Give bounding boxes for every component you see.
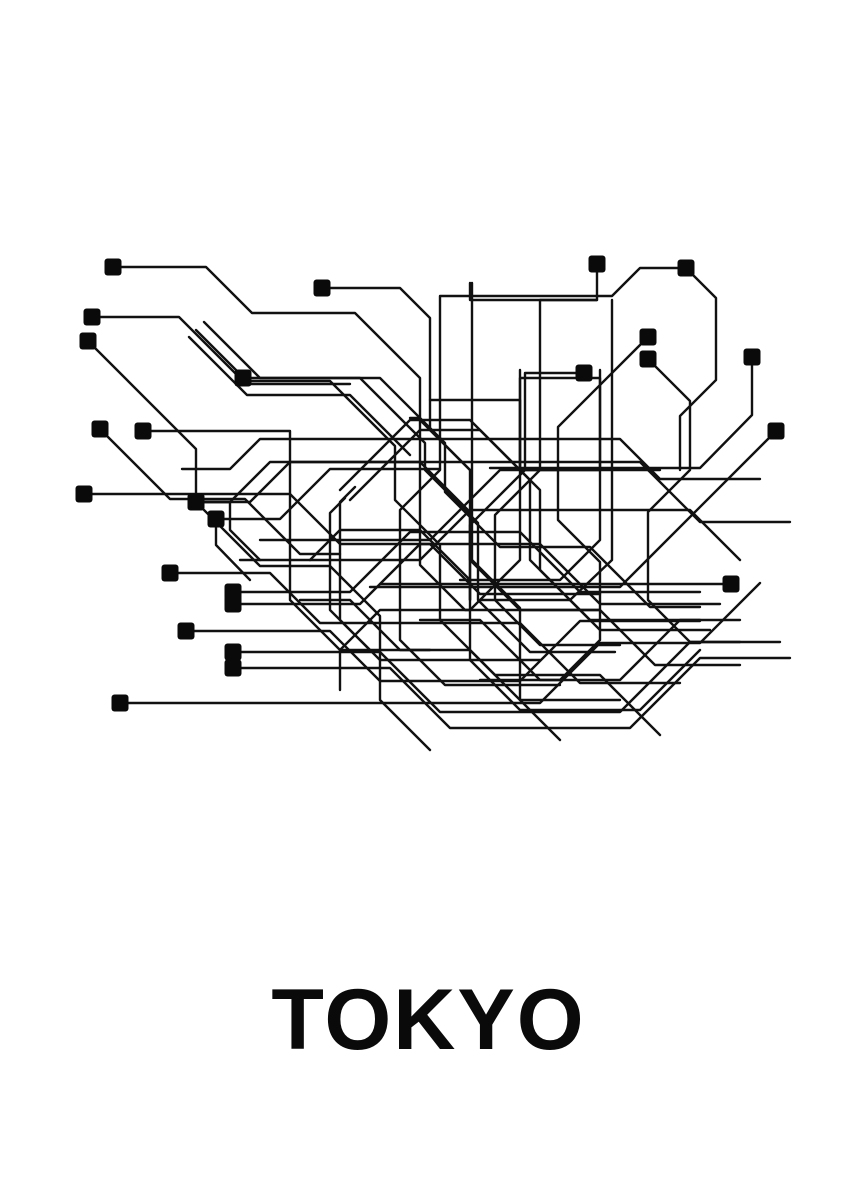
- station-marker[interactable]: [677, 259, 695, 277]
- station-marker[interactable]: [91, 420, 109, 438]
- station-marker[interactable]: [767, 422, 785, 440]
- subway-map: [75, 255, 792, 752]
- station-marker[interactable]: [79, 332, 97, 350]
- south-branch-3: [418, 618, 742, 682]
- station-marker[interactable]: [313, 279, 331, 297]
- south-branch-2: [298, 598, 622, 702]
- title-area: TOKYO: [0, 955, 857, 1085]
- ne-hook-2: [468, 281, 599, 302]
- ne-hook: [678, 266, 718, 472]
- station-marker[interactable]: [224, 643, 242, 661]
- station-marker[interactable]: [111, 694, 129, 712]
- station-marker[interactable]: [588, 255, 606, 273]
- line-north-west-3: [86, 339, 432, 752]
- line-north-west-2: [90, 315, 662, 737]
- line-left-mid-1: [98, 427, 342, 556]
- subway-map-svg: [75, 255, 792, 752]
- station-marker[interactable]: [224, 595, 242, 613]
- station-marker[interactable]: [207, 510, 225, 528]
- station-marker[interactable]: [161, 564, 179, 582]
- station-marker[interactable]: [234, 369, 252, 387]
- page-title: TOKYO: [271, 972, 586, 1068]
- diagonal-ladder-b: [348, 428, 712, 632]
- station-marker[interactable]: [743, 348, 761, 366]
- station-marker[interactable]: [75, 485, 93, 503]
- core-loop-6: [478, 298, 614, 602]
- station-marker[interactable]: [639, 328, 657, 346]
- line-north-central-spur: [470, 281, 562, 742]
- station-marker[interactable]: [224, 659, 242, 677]
- mid-connector-2: [214, 517, 252, 582]
- station-marker[interactable]: [722, 575, 740, 593]
- map-lines-group: [82, 262, 792, 752]
- mid-connector-1: [194, 500, 262, 562]
- station-marker[interactable]: [177, 622, 195, 640]
- upper-box: [518, 376, 602, 472]
- station-marker[interactable]: [83, 308, 101, 326]
- nw-pair-a: [194, 328, 352, 386]
- line-east-horizontal: [468, 371, 586, 602]
- station-marker[interactable]: [187, 493, 205, 511]
- station-marker[interactable]: [134, 422, 152, 440]
- cross-town-1: [180, 437, 762, 481]
- line-left-lower-1: [168, 571, 682, 685]
- line-east-radial: [398, 266, 688, 687]
- map-stations-group: [75, 255, 785, 712]
- cross-town-4: [238, 508, 742, 562]
- line-north-central: [320, 286, 472, 472]
- core-loop-2: [408, 416, 602, 612]
- station-marker[interactable]: [639, 350, 657, 368]
- core-loop-4: [328, 496, 372, 652]
- line-far-east-1: [488, 355, 754, 470]
- line-left-bottom-1: [231, 640, 782, 714]
- line-bottom-long: [118, 581, 762, 705]
- line-left-bottom-2: [231, 656, 792, 730]
- line-left-low-3: [214, 467, 442, 521]
- line-far-east-2: [368, 429, 778, 589]
- station-marker[interactable]: [575, 364, 593, 382]
- station-marker[interactable]: [104, 258, 122, 276]
- nw-pair-b: [187, 335, 412, 457]
